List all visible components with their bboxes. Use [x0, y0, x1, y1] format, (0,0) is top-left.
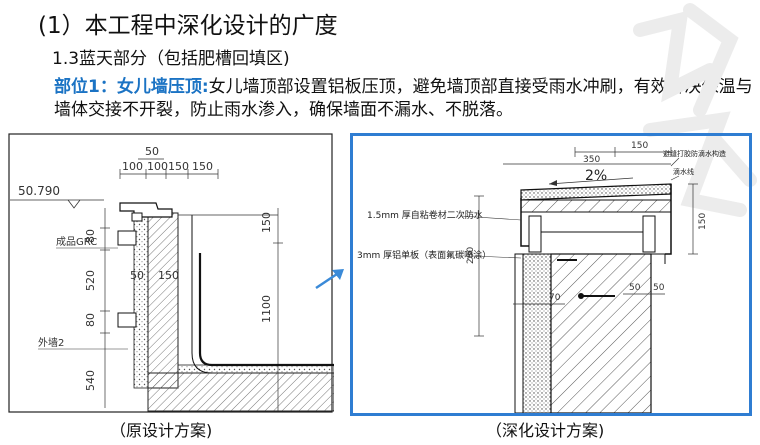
arrow-right-icon [315, 269, 344, 290]
grc-label: 成品GRC [56, 236, 97, 248]
dim-right-label: 1100 [260, 295, 273, 323]
section-paragraph: 部位1：女儿墙压顶:女儿墙顶部设置铝板压顶，避免墙顶部直接受雨水冲刷，有效解决保… [54, 76, 754, 122]
drip-note: 避缝打胶防滴水构造 [663, 149, 726, 158]
wall-label: 外墙2 [38, 336, 64, 349]
deepened-design-drawing: 2% 350 150 150 280 70 50 50 1.5mm 厚自粘卷材二… [350, 133, 752, 416]
dim-top-label: 150 [631, 141, 648, 151]
dim-right-label: 150 [260, 212, 273, 233]
dim-bottom-label: 70 [549, 293, 561, 303]
mid-dim-label: 50 [130, 269, 144, 282]
deepened-design-caption: （深化设计方案) [486, 421, 605, 440]
dim-top-label: 100 [147, 160, 168, 173]
mid-dim-label: 150 [158, 269, 179, 282]
aluminum-label: 3mm 厚铝单板（表面氟碳喷涂） [357, 249, 491, 261]
dim-bottom-label: 50 [629, 283, 641, 293]
dim-top-label: 150 [192, 160, 213, 173]
membrane-label: 1.5mm 厚自粘卷材二次防水 [367, 209, 483, 221]
section-label: 部位1：女儿墙压顶: [54, 77, 209, 97]
dim-top-label: 150 [168, 160, 189, 173]
section-text: 女儿墙顶部设置铝板压顶，避免墙顶部直接受雨水冲刷，有效解决保温与墙体交接不开裂，… [54, 77, 753, 120]
dim-top-label: 350 [583, 155, 600, 165]
slope-label: 2% [585, 168, 607, 184]
dim-bottom-label: 50 [653, 283, 665, 293]
dim-left-label: 280 [466, 247, 476, 264]
elevation-label: 50.790 [18, 184, 60, 198]
watermark-logo [633, 3, 757, 217]
dim-top-label: 50 [145, 145, 159, 158]
dim-right-label: 150 [698, 213, 708, 230]
dim-left-label: 80 [84, 313, 97, 327]
original-design-caption: （原设计方案) [110, 421, 213, 440]
page-title: (1）本工程中深化设计的广度 [38, 13, 338, 39]
dim-left-label: 520 [84, 270, 97, 291]
original-design-drawing: 50.790 50 100 100 150 150 80 520 80 540 … [8, 133, 335, 416]
page-subtitle: 1.3蓝天部分（包括肥槽回填区) [52, 49, 290, 69]
dim-left-label: 540 [84, 370, 97, 391]
dim-left-label: 80 [84, 229, 97, 243]
drip-line-note: 滴水线 [673, 167, 694, 176]
dim-top-label: 100 [122, 160, 143, 173]
